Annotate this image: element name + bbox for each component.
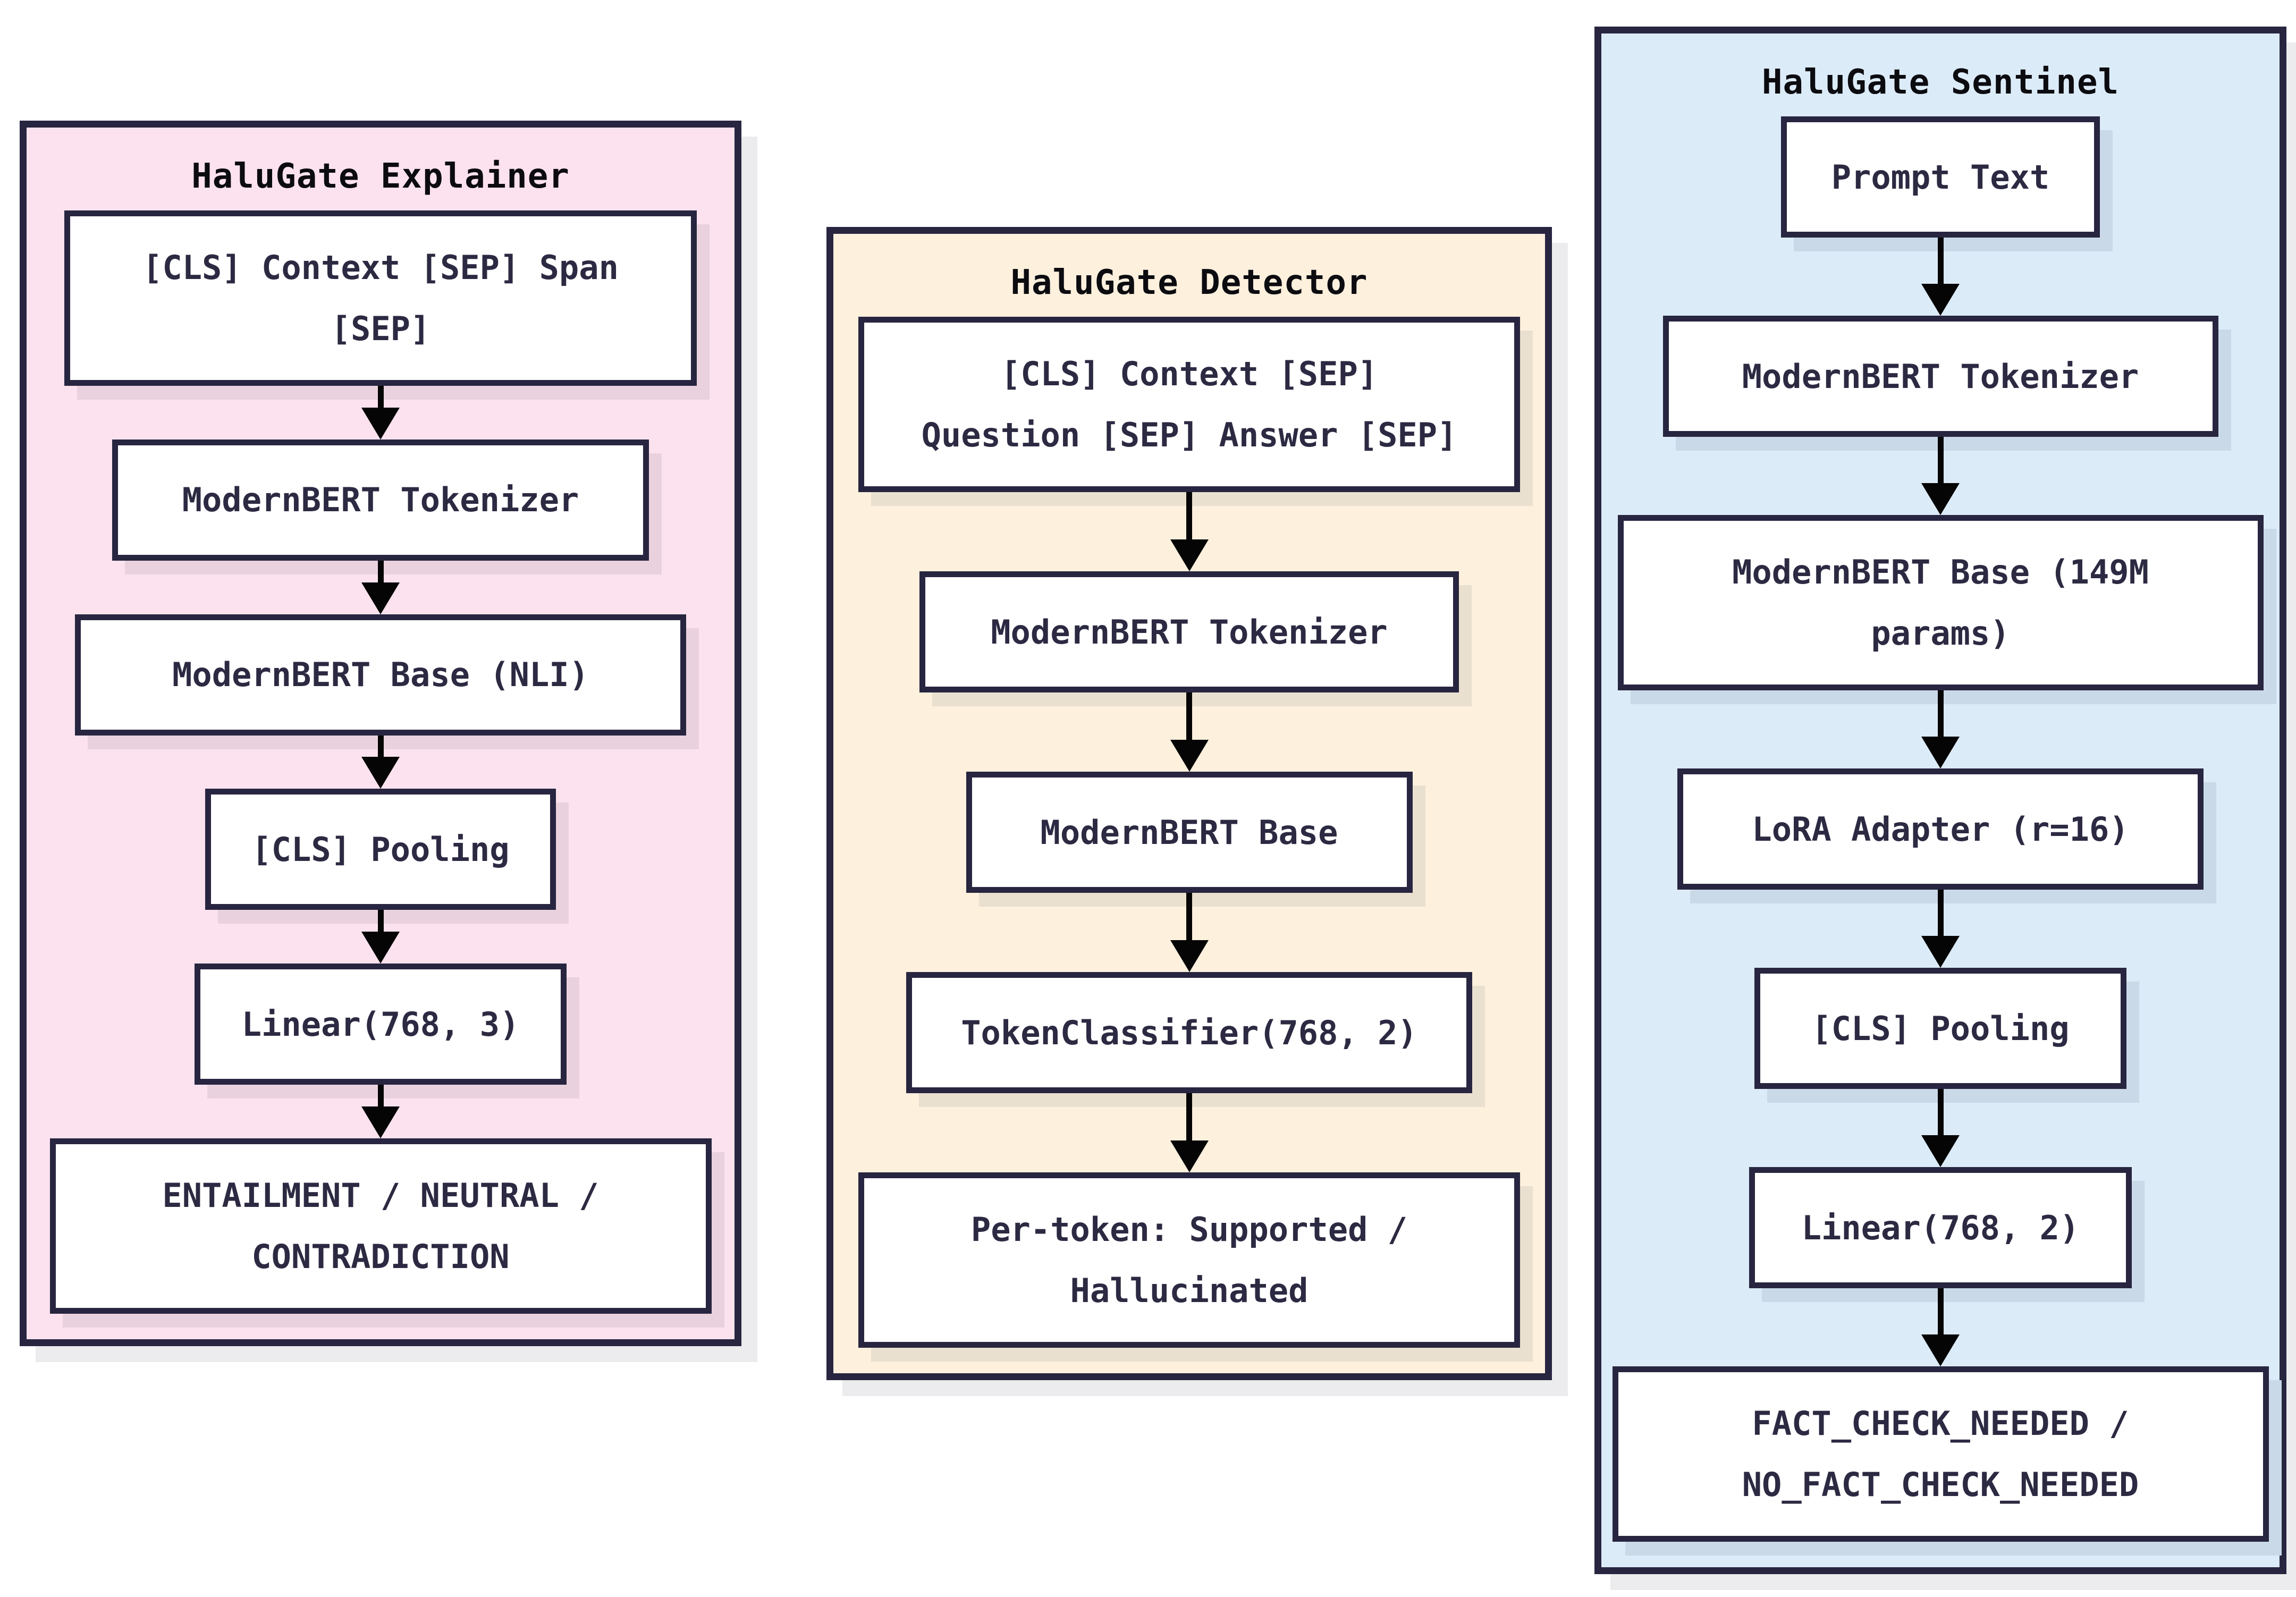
arrow-head-icon [1921,936,1960,968]
flow-node-sentinel-2: ModernBERT Base (149M params) [1617,515,2264,690]
node-label-line: LoRA Adapter (r=16) [1752,809,2129,849]
node-label-line: [CLS] Context [SEP] [1000,354,1378,393]
arrow-head-icon [1921,284,1960,316]
flow-arrow-down [1168,1093,1211,1172]
arrow-head-icon [361,932,400,964]
flow-node-sentinel-3: LoRA Adapter (r=16) [1677,768,2204,890]
flow-node-explainer-2: ModernBERT Base (NLI) [75,614,686,736]
arrow-stem [1186,893,1192,940]
flow-node-explainer-5: ENTAILMENT / NEUTRAL / CONTRADICTION [49,1138,712,1314]
flow-node-explainer-0: [CLS] Context [SEP] Span [SEP] [64,210,697,386]
flow-arrow-down [359,386,402,440]
node-label-line: Linear(768, 3) [241,1004,520,1044]
flow-arrow-down [1919,690,1962,768]
node-label-line: ModernBERT Base (NLI) [172,655,589,695]
node-label-line: TokenClassifier(768, 2) [961,1013,1417,1052]
arrow-head-icon [361,582,400,614]
arrow-head-icon [1170,539,1209,571]
flow-arrow-down [359,910,402,964]
node-label-line: CONTRADICTION [251,1237,510,1276]
arrow-head-icon [1921,737,1960,768]
arrow-stem [1186,492,1192,539]
arrow-head-icon [1921,1135,1960,1167]
flow-arrow-down [1168,893,1211,972]
flow-node-explainer-1: ModernBERT Tokenizer [112,439,649,561]
flow-node-detector-0: [CLS] Context [SEP] Question [SEP] Answer… [858,317,1520,492]
flow-arrow-down [359,560,402,614]
arrow-stem [1937,1089,1944,1135]
flow-node-detector-1: ModernBERT Tokenizer [919,571,1459,692]
node-label-line: ModernBERT Tokenizer [182,480,579,520]
node-label-line: Prompt Text [1831,157,2050,197]
node-label-line: ModernBERT Tokenizer [1742,357,2139,396]
node-label-line: params) [1871,614,2010,653]
flow-arrow-down [1919,1288,1962,1366]
arrow-head-icon [1921,483,1960,515]
arrow-stem [377,386,384,408]
panel-title-detector: HaluGate Detector [1010,263,1368,302]
panel-halugate-explainer: HaluGate Explainer [CLS] Context [SEP] S… [20,121,741,1346]
arrow-stem [1937,437,1944,483]
node-label-line: NO_FACT_CHECK_NEEDED [1742,1465,2139,1504]
flow-node-detector-4: Per-token: Supported / Hallucinated [858,1172,1520,1348]
node-label-line: Linear(768, 2) [1801,1208,2080,1247]
node-label-line: ModernBERT Base (149M [1732,553,2149,592]
node-label-line: [CLS] Pooling [1811,1009,2070,1048]
node-label-line: Question [SEP] Answer [SEP] [921,416,1457,454]
flow-arrow-down [359,1085,402,1138]
arrow-head-icon [1170,940,1209,972]
node-label-line: Hallucinated [1070,1271,1309,1310]
flow-arrow-down [1919,1089,1962,1167]
arrow-stem [1937,1288,1944,1334]
panel-title-sentinel: HaluGate Sentinel [1761,63,2120,102]
flow-node-detector-3: TokenClassifier(768, 2) [906,972,1472,1093]
arrow-head-icon [1170,1140,1209,1172]
arrow-stem [1186,692,1192,740]
node-label-line: [SEP] [331,309,430,348]
flow-node-sentinel-5: Linear(768, 2) [1749,1167,2132,1288]
flow-node-detector-2: ModernBERT Base [966,772,1413,893]
arrow-stem [377,1085,384,1106]
flow-node-sentinel-6: FACT_CHECK_NEEDED / NO_FACT_CHECK_NEEDED [1612,1366,2269,1542]
arrow-stem [1186,1093,1192,1140]
flow-arrow-down [1919,238,1962,316]
flow-node-sentinel-1: ModernBERT Tokenizer [1662,316,2218,437]
node-label-line: ENTAILMENT / NEUTRAL / [162,1176,599,1215]
arrow-stem [377,910,384,932]
flow-arrow-down [1168,492,1211,571]
arrow-head-icon [1170,740,1209,772]
panel-title-explainer: HaluGate Explainer [191,157,570,196]
arrow-stem [1937,890,1944,936]
node-label-line: ModernBERT Tokenizer [991,612,1388,652]
flow-node-explainer-4: Linear(768, 3) [195,964,567,1085]
arrow-stem [1937,690,1944,737]
arrow-head-icon [361,757,400,789]
node-label-line: Per-token: Supported / [970,1210,1408,1249]
arrow-head-icon [361,407,400,440]
arrow-head-icon [361,1106,400,1138]
node-label-line: FACT_CHECK_NEEDED / [1752,1404,2129,1443]
flow-arrow-down [1919,437,1962,515]
flow-node-explainer-3: [CLS] Pooling [205,789,556,910]
arrow-stem [1937,238,1944,284]
node-label-line: [CLS] Context [SEP] Span [142,248,619,287]
flow-arrow-down [1168,692,1211,772]
arrow-stem [377,560,384,582]
node-label-line: [CLS] Pooling [251,830,510,869]
panel-halugate-detector: HaluGate Detector [CLS] Context [SEP] Que… [826,227,1552,1380]
flow-node-sentinel-4: [CLS] Pooling [1754,968,2126,1089]
node-label-line: ModernBERT Base [1040,813,1338,852]
flow-arrow-down [1919,890,1962,968]
arrow-stem [377,735,384,757]
flow-node-sentinel-0: Prompt Text [1781,116,2100,238]
arrow-head-icon [1921,1334,1960,1366]
flow-arrow-down [359,735,402,789]
